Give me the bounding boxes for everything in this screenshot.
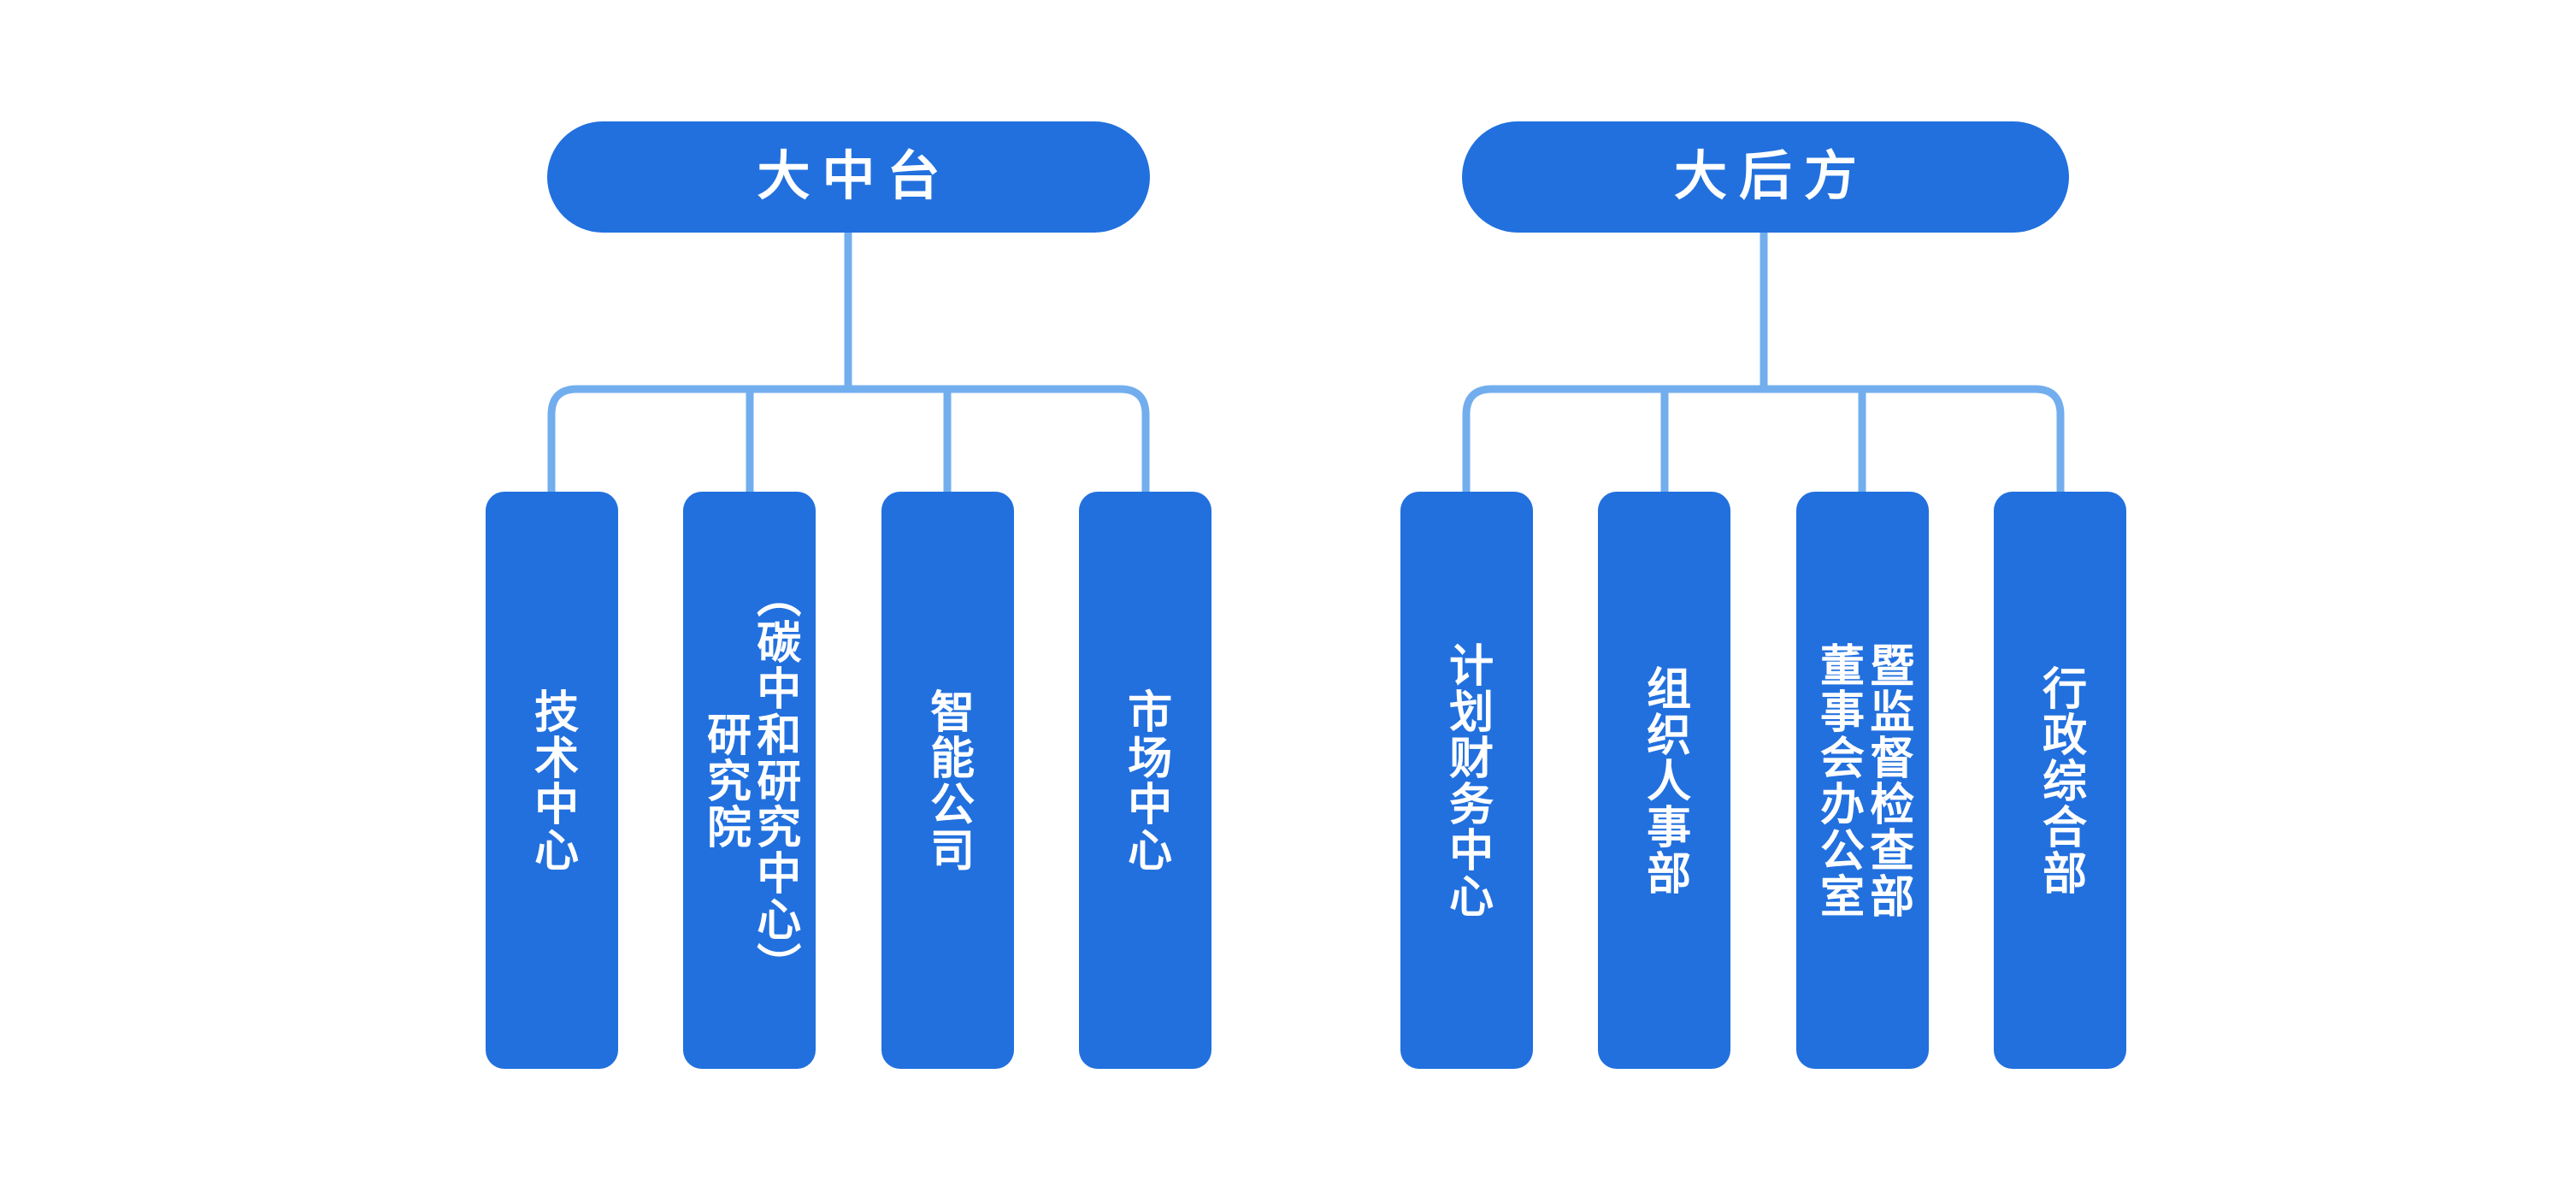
node-label-column: 计划财务中心 (1441, 641, 1492, 919)
node-label-column: 研究院 (699, 711, 750, 850)
node-smart-company[interactable]: 智能公司 (881, 492, 1014, 1069)
node-board-office[interactable]: 暨监督检查部 董事会办公室 (1796, 492, 1929, 1069)
node-org-personnel-dept[interactable]: 组织人事部 (1598, 492, 1730, 1069)
node-plan-finance-center[interactable]: 计划财务中心 (1400, 492, 1533, 1069)
node-research-institute[interactable]: （碳中和研究中心） 研究院 (683, 492, 816, 1069)
connector-bus-left (547, 385, 1150, 492)
node-admin-dept[interactable]: 行政综合部 (1994, 492, 2126, 1069)
node-label-column: 市场中心 (1120, 687, 1170, 873)
group-header-mid-platform[interactable]: 大中台 (547, 121, 1150, 233)
node-label-column: 智能公司 (923, 687, 973, 873)
node-label-column: 董事会办公室 (1813, 641, 1863, 919)
node-market-center[interactable]: 市场中心 (1079, 492, 1211, 1069)
node-label-column: 技术中心 (527, 687, 577, 873)
group-header-label: 大中台 (757, 147, 952, 206)
group-header-rear-support[interactable]: 大后方 (1462, 121, 2069, 233)
node-label-column: 组织人事部 (1639, 664, 1689, 896)
node-label-column: 暨监督检查部 (1862, 641, 1913, 919)
node-tech-center[interactable]: 技术中心 (486, 492, 618, 1069)
group-header-label: 大后方 (1673, 147, 1869, 206)
node-label-column: 行政综合部 (2035, 664, 2085, 896)
node-label-column: （碳中和研究中心） (749, 572, 799, 988)
connector-bus-right (1462, 385, 2065, 492)
